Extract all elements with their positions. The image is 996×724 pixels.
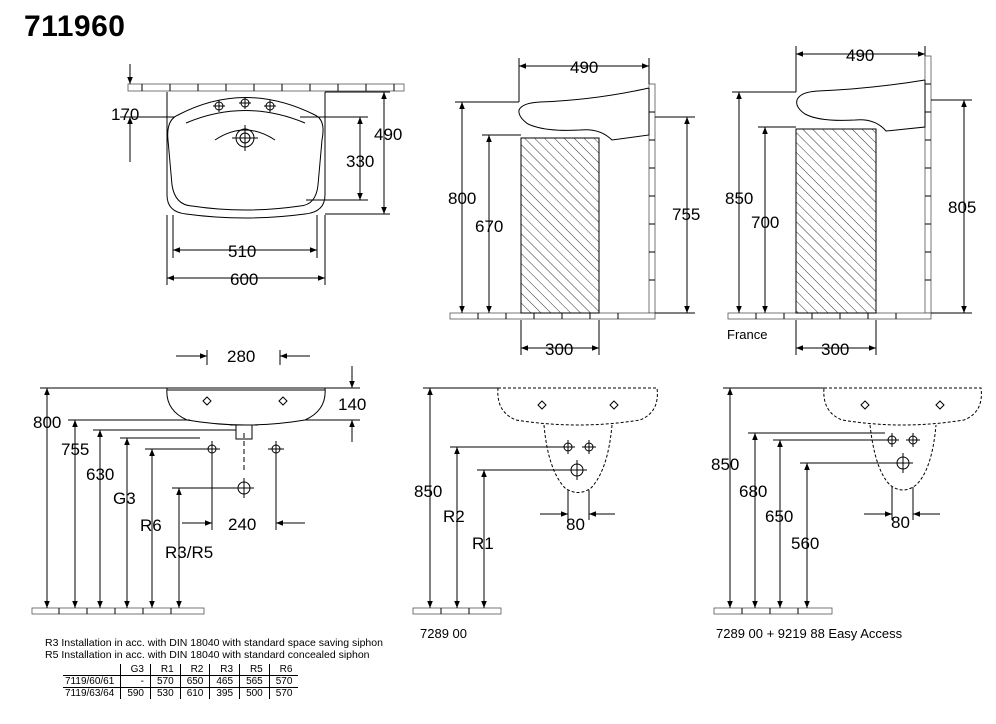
label-france: France <box>727 327 767 342</box>
wheelchair-space-2 <box>795 128 877 314</box>
top-view: 170 490 330 510 600 <box>111 64 405 289</box>
basin-outline-top <box>166 92 326 219</box>
dim-805-side2: 805 <box>948 198 976 217</box>
pedestal-dashed-1 <box>543 424 613 493</box>
water-supply-icon <box>204 441 284 457</box>
basin-dashed-1 <box>497 387 658 426</box>
dim-490-side1: 490 <box>570 58 598 77</box>
dim-755-side1: 755 <box>672 205 700 224</box>
page-title: 711960 <box>24 10 126 43</box>
basin-profile-1 <box>518 87 650 141</box>
table-row: 7119/63/64 590 530 610 395 500 570 <box>63 687 299 699</box>
dim-80-ped1: 80 <box>566 515 585 534</box>
dim-490: 490 <box>374 125 402 144</box>
dim-755-front: 755 <box>61 440 89 459</box>
dim-700-side2: 700 <box>751 213 779 232</box>
dim-490-side2: 490 <box>846 46 874 65</box>
note-r3: R3 Installation in acc. with DIN 18040 w… <box>45 637 383 649</box>
dim-560-ped2: 560 <box>791 534 819 553</box>
dim-850-side2: 850 <box>725 189 753 208</box>
dim-600: 600 <box>230 270 258 289</box>
pedestal-view-1: 850 R2 R1 80 7289 00 <box>412 387 658 641</box>
overflow-hole-icon <box>202 396 288 406</box>
floor-side-1 <box>449 312 656 320</box>
basin-front <box>166 387 326 426</box>
side-view-1: 490 800 670 755 300 <box>448 58 700 359</box>
dim-170: 170 <box>111 105 139 124</box>
label-r3-r5: R3/R5 <box>165 543 213 562</box>
floor-side-2 <box>727 312 932 320</box>
dim-140: 140 <box>338 395 366 414</box>
spec-table: G3 R1 R2 R3 R5 R6 7119/60/61 - 570 650 4… <box>63 664 299 699</box>
table-header-row: G3 R1 R2 R3 R5 R6 <box>63 664 299 676</box>
dim-300-side2: 300 <box>821 340 849 359</box>
pedestal-dashed-2 <box>869 424 937 491</box>
dim-240: 240 <box>228 515 256 534</box>
label-easy-access: 7289 00 + 9219 88 Easy Access <box>716 626 903 641</box>
dim-680-ped2: 680 <box>739 482 767 501</box>
note-r5: R5 Installation in acc. with DIN 18040 w… <box>45 649 370 661</box>
basin-inner-top <box>167 97 324 211</box>
label-r6: R6 <box>140 516 162 535</box>
wall-top <box>127 83 405 92</box>
dim-800-front: 800 <box>33 413 61 432</box>
dim-510: 510 <box>228 242 256 261</box>
side-view-2: 490 850 700 805 France 300 <box>725 46 976 359</box>
dim-800-side1: 800 <box>448 189 476 208</box>
label-7289: 7289 00 <box>420 626 467 641</box>
wall-side-1 <box>648 83 656 314</box>
dim-670-side1: 670 <box>475 217 503 236</box>
basin-dashed-2 <box>823 387 982 426</box>
wall-side-2 <box>924 55 932 314</box>
dim-330: 330 <box>346 152 374 171</box>
dim-300-side1: 300 <box>545 340 573 359</box>
dim-650-ped2: 650 <box>765 507 793 526</box>
floor-ped-1 <box>412 607 502 615</box>
dim-80-ped2: 80 <box>891 513 910 532</box>
waste-outlet-icon <box>234 478 254 498</box>
front-view: 280 140 800 755 630 G3 R6 R3/R5 240 <box>31 347 366 615</box>
basin-profile-2 <box>796 79 926 132</box>
label-g3: G3 <box>113 489 136 508</box>
tap-hole-icon <box>213 97 276 112</box>
wheelchair-space-1 <box>520 137 600 314</box>
label-r1: R1 <box>472 534 494 553</box>
floor-ped-2 <box>713 607 833 615</box>
floor-front <box>31 607 205 615</box>
dim-280: 280 <box>227 347 255 366</box>
table-row: 7119/60/61 - 570 650 465 565 570 <box>63 675 299 688</box>
pedestal-connection-icon-2 <box>885 433 920 473</box>
dim-850-ped1: 850 <box>414 482 442 501</box>
dim-630-front: 630 <box>86 465 114 484</box>
dim-850-ped2: 850 <box>711 455 739 474</box>
label-r2: R2 <box>443 507 465 526</box>
pedestal-connection-icon <box>561 440 596 480</box>
installation-notes: R3 Installation in acc. with DIN 18040 w… <box>45 637 383 661</box>
pedestal-view-2: 850 680 650 560 80 7289 00 + 9219 88 Eas… <box>711 387 982 641</box>
